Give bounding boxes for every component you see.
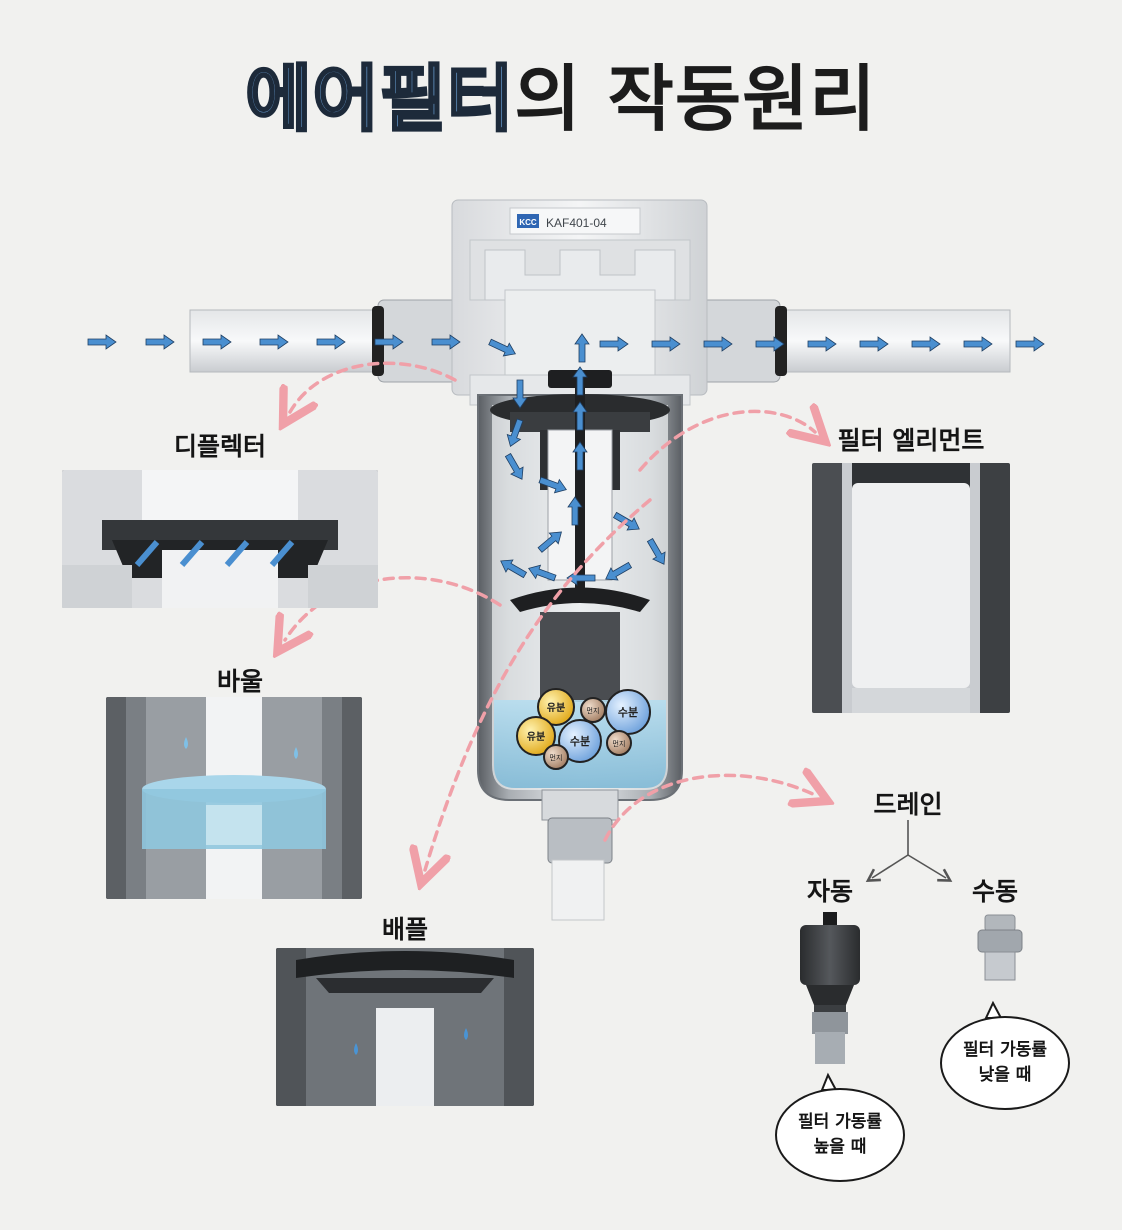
flow-arrow-12 xyxy=(859,336,889,352)
flow-arrow-6 xyxy=(431,334,461,350)
flow-arrow-8 xyxy=(651,336,681,352)
particle-oil-1: 유분 xyxy=(547,702,565,714)
flow-arrow-7 xyxy=(599,336,629,352)
flow-arrow-26 xyxy=(646,537,666,565)
flow-arrow-30 xyxy=(500,559,528,579)
flow-arrow-32 xyxy=(567,496,583,526)
curve-to-drain xyxy=(603,775,815,842)
model-plate: KCC KAF401-04 xyxy=(509,207,641,235)
drain-branch xyxy=(865,820,953,882)
flow-arrow-10 xyxy=(755,336,785,352)
flow-arrow-24 xyxy=(572,366,588,396)
flow-arrow-23 xyxy=(572,401,588,431)
flow-arrow-0 xyxy=(87,334,117,350)
flow-arrow-27 xyxy=(605,561,633,581)
flow-arrow-16 xyxy=(488,338,517,357)
bowl-detail-panel xyxy=(106,697,362,899)
particle-water-2: 수분 xyxy=(570,735,590,748)
title-rest: 의 작동원리 xyxy=(514,57,877,141)
auto-drain-image xyxy=(800,912,860,1064)
label-manual: 수동 xyxy=(971,877,1018,906)
particle-dust-1: 먼지 xyxy=(587,706,600,715)
title-highlight: 에어필터 xyxy=(244,56,515,143)
bubble-high-usage: 필터 가동률 높을 때 xyxy=(775,1088,905,1182)
flow-arrow-29 xyxy=(528,564,557,582)
label-drain: 드레인 xyxy=(873,790,943,819)
flow-arrow-20 xyxy=(504,452,524,480)
flow-arrow-21 xyxy=(538,476,567,494)
label-bowl: 바울 xyxy=(216,667,263,696)
particle-oil-2: 유분 xyxy=(527,731,545,743)
flow-arrow-9 xyxy=(703,336,733,352)
particle-dust-2: 먼지 xyxy=(613,739,626,748)
curve-to-baffle xyxy=(425,498,652,870)
particle-water-1: 수분 xyxy=(618,706,638,719)
bubble-low-line2: 낮을 때 xyxy=(978,1065,1032,1085)
flow-arrow-22 xyxy=(572,441,588,471)
drain-assembly xyxy=(541,789,619,921)
flow-arrow-2 xyxy=(202,334,232,350)
manual-drain-image xyxy=(977,914,1023,981)
flow-arrow-19 xyxy=(506,418,524,447)
curve-to-bowl xyxy=(285,575,502,640)
flow-arrow-13 xyxy=(911,336,941,352)
curve-to-deflector xyxy=(290,361,457,412)
bubble-high-line2: 높을 때 xyxy=(813,1137,867,1157)
bubble-high-line1: 필터 가동률 xyxy=(797,1112,883,1133)
particle-dust-3: 먼지 xyxy=(550,753,563,762)
particle-cluster: 유분 먼지 수분 유분 수분 먼지 먼지 xyxy=(516,688,651,770)
pointer-curves xyxy=(285,361,815,870)
flow-arrow-3 xyxy=(259,334,289,350)
filter-element-detail-panel xyxy=(812,463,1010,713)
flow-arrow-1 xyxy=(145,334,175,350)
flow-arrow-4 xyxy=(316,334,346,350)
flow-arrow-17 xyxy=(574,333,590,363)
bubble-low-usage: 필터 가동률 낮을 때 xyxy=(940,1016,1070,1110)
curve-to-element xyxy=(638,411,815,472)
page-title: 에어필터의 작동원리 xyxy=(0,40,1122,145)
brand-label: KCC xyxy=(519,218,537,227)
model-label: KAF401-04 xyxy=(546,216,607,230)
label-filter-element: 필터 엘리먼트 xyxy=(837,426,985,455)
flow-arrow-18 xyxy=(512,379,528,409)
label-baffle: 배플 xyxy=(381,915,428,944)
bubble-low-line1: 필터 가동률 xyxy=(962,1040,1048,1061)
flow-arrow-15 xyxy=(1015,336,1045,352)
deflector-detail-panel xyxy=(62,470,378,608)
flow-arrow-31 xyxy=(537,531,562,553)
baffle-detail-panel xyxy=(276,948,534,1106)
flow-arrow-5 xyxy=(374,334,404,350)
flow-arrow-14 xyxy=(963,336,993,352)
flow-arrow-11 xyxy=(807,336,837,352)
label-deflector: 디플렉터 xyxy=(173,432,266,461)
label-auto: 자동 xyxy=(806,877,853,906)
